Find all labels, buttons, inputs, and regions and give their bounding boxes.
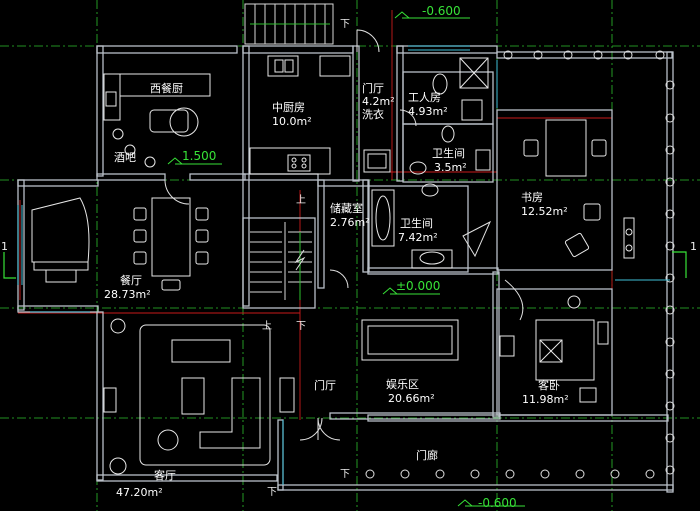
mark-up-living: 上 xyxy=(262,321,272,332)
mark-up-stair: 上 xyxy=(296,195,306,206)
room-label-storage: 储藏室 xyxy=(330,202,363,215)
room-label-laundry: 洗衣 xyxy=(362,108,384,121)
mark-down-bottom: 下 xyxy=(340,469,350,480)
colonnade-columns xyxy=(365,50,675,479)
room-label-porch: 门廊 xyxy=(416,449,438,462)
room-area-foyer: 4.2m² xyxy=(362,95,395,108)
room-label-guest: 客卧 xyxy=(538,379,560,392)
entertainment-furniture xyxy=(361,319,459,361)
axis-markers xyxy=(3,251,687,279)
room-label-foyer: 门厅 xyxy=(362,82,384,95)
room-label-entertainment: 娱乐区 xyxy=(386,378,419,391)
top-stair xyxy=(244,3,334,45)
room-area-study: 12.52m² xyxy=(521,205,568,218)
bath-fixtures xyxy=(363,57,491,269)
room-area-guest: 11.98m² xyxy=(522,393,569,406)
mark-down-top: 下 xyxy=(340,19,350,30)
room-label-utility: 工人房 xyxy=(408,91,441,104)
windows xyxy=(17,45,670,485)
walls xyxy=(17,45,674,493)
room-area-chinese-kitchen: 10.0m² xyxy=(272,115,312,128)
room-label-dining: 餐厅 xyxy=(120,274,142,287)
study-furniture xyxy=(523,119,635,259)
room-label-chinese-kitchen: 中厨房 xyxy=(272,101,305,114)
level-top-right: -0.600 xyxy=(422,4,461,18)
level-markers xyxy=(167,11,525,507)
room-area-bath-small: 3.5m² xyxy=(434,161,467,174)
guest-furniture xyxy=(499,295,609,403)
room-label-study: 书房 xyxy=(521,191,543,204)
room-label-foyer-lower: 门厅 xyxy=(314,379,336,392)
doors xyxy=(164,29,524,441)
room-area-living: 47.20m² xyxy=(116,486,163,499)
room-label-bath-small: 卫生间 xyxy=(432,147,465,160)
mark-down-stair: 下 xyxy=(296,321,306,332)
room-area-bath-main: 7.42m² xyxy=(398,231,438,244)
dining-furniture xyxy=(31,197,209,291)
axis-label-right: 1 xyxy=(690,240,697,253)
living-furniture xyxy=(103,318,295,475)
room-area-entertainment: 20.66m² xyxy=(388,392,435,405)
room-label-bar: 酒吧 xyxy=(114,151,136,164)
axis-label-left: 1 xyxy=(1,240,8,253)
room-label-bath-main: 卫生间 xyxy=(400,217,433,230)
room-area-dining: 28.73m² xyxy=(104,288,151,301)
level-kitchen: 1.500 xyxy=(182,149,217,163)
mark-down-living: 下 xyxy=(267,487,277,498)
room-label-western-kitchen: 西餐厨 xyxy=(150,82,183,95)
room-area-utility: 4.93m² xyxy=(408,105,448,118)
room-label-living: 客厅 xyxy=(154,469,176,482)
main-stair xyxy=(250,222,312,300)
kitchen-furniture xyxy=(103,55,351,175)
level-bottom: -0.600 xyxy=(478,496,517,510)
level-center: ±0.000 xyxy=(396,279,441,293)
room-area-storage: 2.76m² xyxy=(330,216,370,229)
